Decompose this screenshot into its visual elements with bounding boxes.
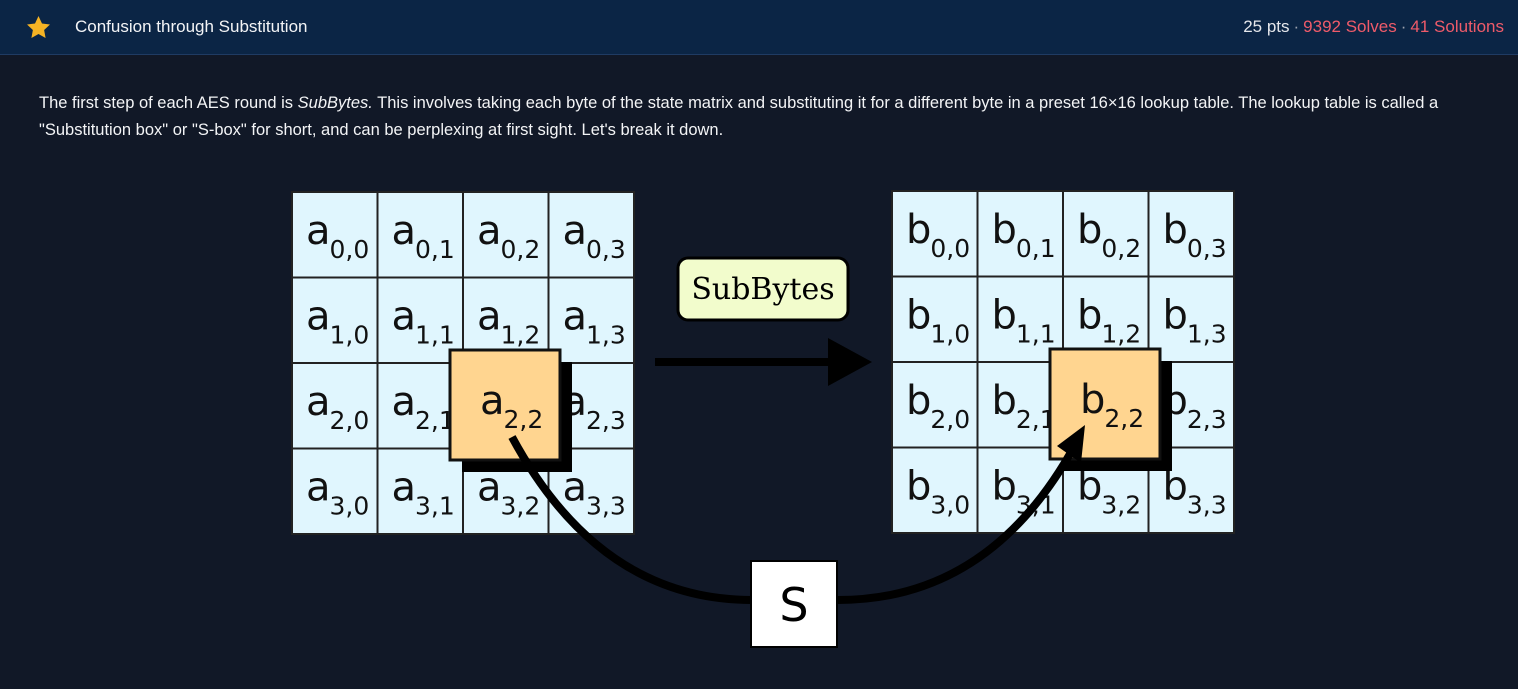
sbox-box [750, 560, 838, 648]
input-cell [291, 362, 379, 450]
transform-arrow-head [828, 338, 872, 386]
challenge-description: The first step of each AES round is SubB… [39, 90, 1479, 144]
solutions-link[interactable]: 41 Solutions [1410, 17, 1504, 36]
subbytes-label: SubBytes [691, 272, 834, 307]
input-cell [291, 447, 379, 535]
sbox-path-in [508, 435, 753, 604]
output-cell [891, 446, 979, 534]
input-cell [547, 276, 635, 364]
description-text: This involves taking each byte of the st… [39, 94, 1439, 139]
challenge-title: Confusion through Substitution [75, 17, 308, 36]
output-cell [891, 361, 979, 449]
separator: · [1293, 17, 1300, 36]
challenge-header[interactable]: Confusion through Substitution 25 pts·93… [0, 0, 1518, 55]
output-cell [1147, 275, 1235, 363]
sbox-arrow-head [1057, 425, 1085, 463]
separator: · [1400, 17, 1407, 36]
output-cell [891, 275, 979, 363]
input-cell [376, 191, 464, 279]
subbytes-label-box [676, 256, 850, 322]
challenge-meta: 25 pts·9392 Solves·41 Solutions [1243, 17, 1504, 37]
description-text: The first step of each AES round is [39, 94, 298, 112]
description-emphasis: SubBytes. [297, 94, 373, 112]
sbox-label: S [779, 578, 808, 632]
sbox-path-out [837, 443, 1079, 604]
input-cell [547, 191, 635, 279]
star-icon[interactable] [25, 14, 52, 41]
output-cell [1147, 190, 1235, 278]
output-cell [1062, 190, 1150, 278]
input-highlight-cell [448, 348, 562, 462]
input-cell [376, 447, 464, 535]
input-cell [291, 276, 379, 364]
points-label: 25 pts [1243, 17, 1290, 36]
solves-link[interactable]: 9392 Solves [1303, 17, 1397, 36]
